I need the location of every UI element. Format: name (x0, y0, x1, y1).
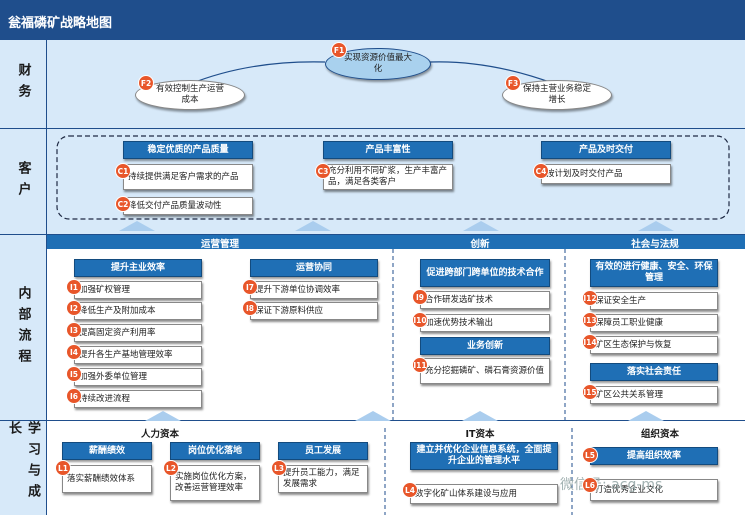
customer-header-delivery: 产品及时交付 (541, 141, 671, 159)
i2-box: 降低生产及附加成本 (74, 302, 202, 320)
i6-box: 持续改进流程 (74, 390, 202, 408)
l4-box: 数字化矿山体系建设与应用 (410, 484, 558, 504)
i8-box: 保证下游原料供应 (250, 302, 378, 320)
i12-badge: I12 (582, 290, 598, 306)
i12-box: 保证安全生产 (590, 292, 718, 310)
c1-box: 持续提供满足客户需求的产品 (123, 164, 253, 190)
i14-badge: I14 (582, 334, 598, 350)
internal-header-coord: 运营协同 (250, 259, 378, 277)
c2-badge: C2 (115, 196, 131, 212)
learning-it-title: IT资本 (465, 429, 495, 440)
l3-box: 提升员工能力，满足发展需求 (278, 465, 368, 493)
l6-badge: L6 (582, 477, 598, 493)
c3-badge: C3 (315, 163, 331, 179)
i9-box: 合作研发选矿技术 (420, 291, 550, 309)
arrow-up-icon (295, 221, 331, 231)
c4-box: 按计划及时交付产品 (541, 164, 671, 184)
i13-badge: I13 (582, 312, 598, 328)
f1-text: 实现资源价值最大化 (343, 52, 412, 74)
i10-box: 加速优势技术输出 (420, 314, 550, 332)
i3-box: 提高固定资产利用率 (74, 324, 202, 342)
i4-badge: I4 (66, 344, 82, 360)
customer-header-quality: 稳定优质的产品质量 (123, 141, 253, 159)
internal-header-innov2: 业务创新 (420, 337, 550, 355)
learning-header-it: 建立并优化企业信息系统，全面提升企业的管理水平 (410, 442, 558, 470)
arrow-up-icon (145, 411, 181, 421)
title-bar: 瓮福磷矿战略地图 (0, 0, 745, 40)
arrow-up-icon (463, 221, 499, 231)
internal-header-social1: 有效的进行健康、安全、环保管理 (590, 259, 718, 287)
f2-text: 有效控制生产运营成本 (155, 83, 224, 105)
page-title: 瓮福磷矿战略地图 (8, 16, 113, 31)
internal-header-social2: 落实社会责任 (590, 363, 718, 381)
i1-badge: I1 (66, 279, 82, 295)
i11-box: 充分挖掘磷矿、磷石膏资源价值 (420, 358, 550, 384)
learning-header-staff: 员工发展 (278, 442, 368, 460)
arrow-up-icon (119, 221, 155, 231)
i5-box: 加强外委单位管理 (74, 368, 202, 386)
i7-box: 提升下游单位协调效率 (250, 281, 378, 299)
learning-header-pay: 薪酬绩效 (62, 442, 152, 460)
f2-badge: F2 (138, 75, 154, 91)
i15-box: 矿区公共关系管理 (590, 386, 718, 404)
f3-text: 保持主营业务稳定增长 (522, 83, 591, 105)
l2-badge: L2 (163, 460, 179, 476)
arrow-up-icon (462, 411, 498, 421)
i15-badge: I15 (582, 384, 598, 400)
i1-box: 加强矿权管理 (74, 281, 202, 299)
row-label-customer: 客户 (0, 129, 47, 235)
band-innovation: 创新 (470, 239, 490, 250)
band-ops: 运营管理 (200, 239, 239, 250)
c3-box: 充分利用不同矿浆，生产丰富产品，满足各类客户 (323, 164, 453, 190)
l5-badge: L5 (582, 447, 598, 463)
c2-box: 降低交付产品质量波动性 (123, 197, 253, 215)
l1-box: 落实薪酬绩效体系 (62, 465, 152, 493)
internal-header-innov1: 促进跨部门跨单位的技术合作 (420, 259, 550, 287)
l1-badge: L1 (55, 460, 71, 476)
c4-badge: C4 (533, 163, 549, 179)
c1-badge: C1 (115, 163, 131, 179)
i4-box: 提升各生产基地管理效率 (74, 346, 202, 364)
i7-badge: I7 (242, 279, 258, 295)
i8-badge: I8 (242, 300, 258, 316)
learning-org-title: 组织资本 (640, 429, 679, 440)
internal-theme-band (47, 235, 745, 249)
l4-badge: L4 (402, 482, 418, 498)
i2-badge: I2 (66, 300, 82, 316)
i14-box: 矿区生态保护与恢复 (590, 336, 718, 354)
i6-badge: I6 (66, 388, 82, 404)
learning-human-title: 人力资本 (140, 429, 179, 440)
learning-header-org: 提高组织效率 (590, 447, 718, 465)
i5-badge: I5 (66, 366, 82, 382)
f1-badge: F1 (331, 42, 347, 58)
row-label-internal: 内部流程 (0, 235, 47, 421)
f3-badge: F3 (505, 75, 521, 91)
l2-box: 实施岗位优化方案，改善运营管理效率 (170, 465, 260, 501)
l3-badge: L3 (271, 460, 287, 476)
row-label-learning: 学习与成长 (0, 421, 47, 515)
i11-badge: I11 (412, 357, 428, 373)
arrow-up-icon (355, 411, 391, 421)
i9-badge: I9 (412, 289, 428, 305)
l6-box: 打造优秀企业文化 (590, 479, 718, 501)
arrow-up-icon (628, 411, 664, 421)
row-label-finance: 财务 (0, 40, 47, 129)
arrow-up-icon (638, 221, 674, 231)
i3-badge: I3 (66, 322, 82, 338)
wechat-watermark: 微信号: acg-ms (560, 477, 663, 493)
i13-box: 保障员工职业健康 (590, 314, 718, 332)
customer-header-variety: 产品丰富性 (323, 141, 453, 159)
i10-badge: I10 (412, 312, 428, 328)
internal-header-main: 提升主业效率 (74, 259, 202, 277)
band-social: 社会与法规 (631, 239, 679, 250)
learning-header-post: 岗位优化落地 (170, 442, 260, 460)
